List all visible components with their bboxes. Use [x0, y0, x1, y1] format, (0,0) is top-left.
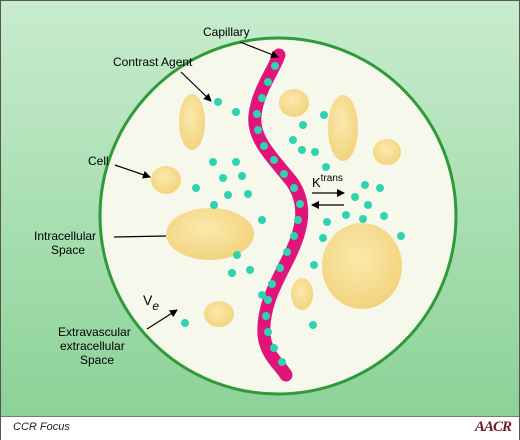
contrast-agent-particle	[238, 172, 246, 180]
cell	[328, 95, 358, 161]
ve-subscript: e	[152, 299, 159, 313]
contrast-agent-particle	[271, 62, 279, 70]
contrast-agent-particle	[359, 215, 367, 223]
capillary-label: Capillary	[203, 25, 250, 39]
contrast-agent-particle	[322, 163, 330, 171]
extravascular-label-line2: extracellular	[60, 339, 125, 353]
footer-label: CCR Focus	[13, 421, 70, 433]
contrast-agent-pointer	[180, 71, 212, 102]
contrast-agent-particle	[397, 232, 405, 240]
cell-pointer	[114, 164, 151, 179]
contrast-agent-particle	[268, 280, 276, 288]
contrast-agent-particle	[289, 136, 297, 144]
extravascular-pointer	[146, 309, 178, 330]
contrast-agent-particle	[209, 158, 217, 166]
contrast-agent-particle	[290, 232, 298, 240]
contrast-agent-particle	[262, 312, 270, 320]
contrast-agent-particle	[311, 148, 319, 156]
cell	[204, 301, 234, 327]
contrast-agent-label: Contrast Agent	[113, 55, 193, 69]
contrast-agent-particle	[298, 146, 306, 154]
contrast-agent-particle	[192, 184, 200, 192]
contrast-agent-particle	[181, 319, 189, 327]
contrast-agent-particle	[232, 108, 240, 116]
cell	[166, 208, 254, 260]
contrast-agent-particle	[283, 248, 291, 256]
intracellular-label-line2: Space	[51, 243, 85, 257]
contrast-agent-particle	[244, 190, 252, 198]
cell	[373, 139, 401, 165]
extravascular-label-line3: Space	[80, 353, 114, 367]
ktrans-label: Ktrans	[312, 173, 343, 190]
contrast-agent-particles	[181, 62, 405, 366]
contrast-agent-particle	[210, 201, 218, 209]
contrast-agent-particle	[270, 156, 278, 164]
ve-label: Ve	[143, 292, 159, 313]
diagram: Capillary Contrast Agent Cell Intracellu…	[1, 1, 519, 416]
capillary-pointer	[239, 41, 279, 59]
ve-main: V	[143, 292, 153, 308]
contrast-agent-particle	[351, 193, 359, 201]
contrast-agent-particle	[364, 201, 372, 209]
contrast-agent-particle	[361, 181, 369, 189]
leader-lines	[113, 41, 345, 330]
ktrans-superscript: trans	[321, 173, 343, 184]
contrast-agent-particle	[264, 328, 272, 336]
contrast-agent-particle	[254, 126, 262, 134]
contrast-agent-particle	[299, 121, 307, 129]
contrast-agent-particle	[276, 264, 284, 272]
intracellular-pointer	[113, 235, 167, 238]
aacr-logo: AACR	[474, 419, 512, 435]
contrast-agent-particle	[342, 211, 350, 219]
contrast-agent-particle	[246, 266, 254, 274]
contrast-agent-particle	[260, 142, 268, 150]
contrast-agent-particle	[320, 111, 328, 119]
cell	[151, 166, 181, 194]
cell	[291, 278, 313, 310]
contrast-agent-particle	[258, 291, 266, 299]
contrast-agent-particle	[219, 174, 227, 182]
extravascular-label-line1: Extravascular	[58, 325, 131, 339]
contrast-agent-particle	[280, 170, 288, 178]
cell	[279, 89, 309, 117]
contrast-agent-particle	[258, 94, 266, 102]
tissue-circle	[98, 36, 458, 396]
contrast-agent-particle	[319, 234, 327, 242]
contrast-agent-particle	[296, 200, 304, 208]
contrast-agent-particle	[270, 344, 278, 352]
contrast-agent-particle	[214, 98, 222, 106]
cell-label: Cell	[88, 154, 109, 168]
contrast-agent-particle	[380, 212, 388, 220]
contrast-agent-particle	[233, 251, 241, 259]
cell	[179, 94, 205, 150]
contrast-agent-particle	[264, 78, 272, 86]
ktrans-main: K	[312, 175, 321, 190]
footer: CCR Focus AACR	[1, 416, 519, 440]
cells	[151, 89, 402, 327]
contrast-agent-particle	[224, 191, 232, 199]
intracellular-label-line1: Intracellular	[34, 229, 96, 243]
contrast-agent-particle	[278, 358, 286, 366]
contrast-agent-particle	[376, 184, 384, 192]
contrast-agent-particle	[253, 110, 261, 118]
contrast-agent-particle	[232, 158, 240, 166]
contrast-agent-particle	[290, 184, 298, 192]
contrast-agent-particle	[310, 261, 318, 269]
contrast-agent-particle	[264, 296, 272, 304]
contrast-agent-particle	[309, 321, 317, 329]
contrast-agent-particle	[258, 216, 266, 224]
contrast-agent-particle	[294, 216, 302, 224]
cell	[322, 223, 402, 309]
contrast-agent-particle	[323, 218, 331, 226]
contrast-agent-particle	[228, 269, 236, 277]
